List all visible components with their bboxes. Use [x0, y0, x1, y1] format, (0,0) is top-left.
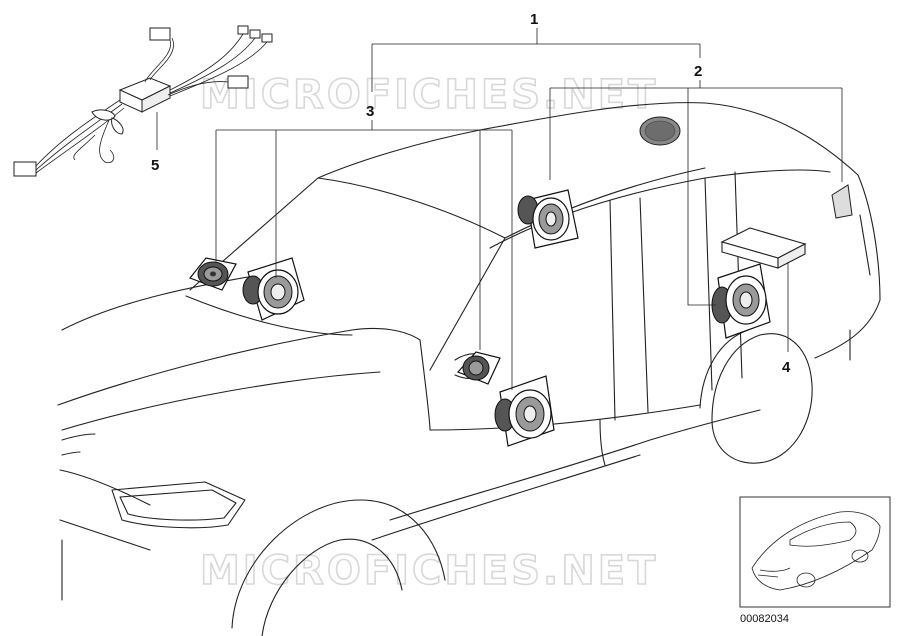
door-tweeter-icon [456, 351, 501, 385]
wiring-harness-icon [13, 25, 273, 177]
callout-1: 1 [530, 11, 538, 28]
callout-4: 4 [782, 359, 791, 376]
callout-2: 2 [694, 63, 702, 80]
door-lower-speaker-icon [494, 375, 555, 447]
dash-tweeter-icon [189, 257, 237, 291]
dash-speaker-icon [242, 257, 305, 321]
callout-5: 5 [151, 157, 159, 174]
rear-pillar-tweeter-icon [831, 184, 853, 219]
callout-3: 3 [366, 103, 374, 120]
car-outline [57, 102, 881, 636]
amplifier-icon [720, 227, 807, 269]
thumbnail-inset [739, 496, 891, 608]
watermark-bottom: MICROFICHES.NET [200, 548, 658, 594]
leader-lines [156, 28, 843, 390]
watermark-top: MICROFICHES.NET [200, 72, 658, 118]
document-number: 00082034 [740, 613, 789, 625]
door-upper-speaker-icon [517, 189, 579, 249]
rear-door-speaker-icon [711, 263, 771, 339]
